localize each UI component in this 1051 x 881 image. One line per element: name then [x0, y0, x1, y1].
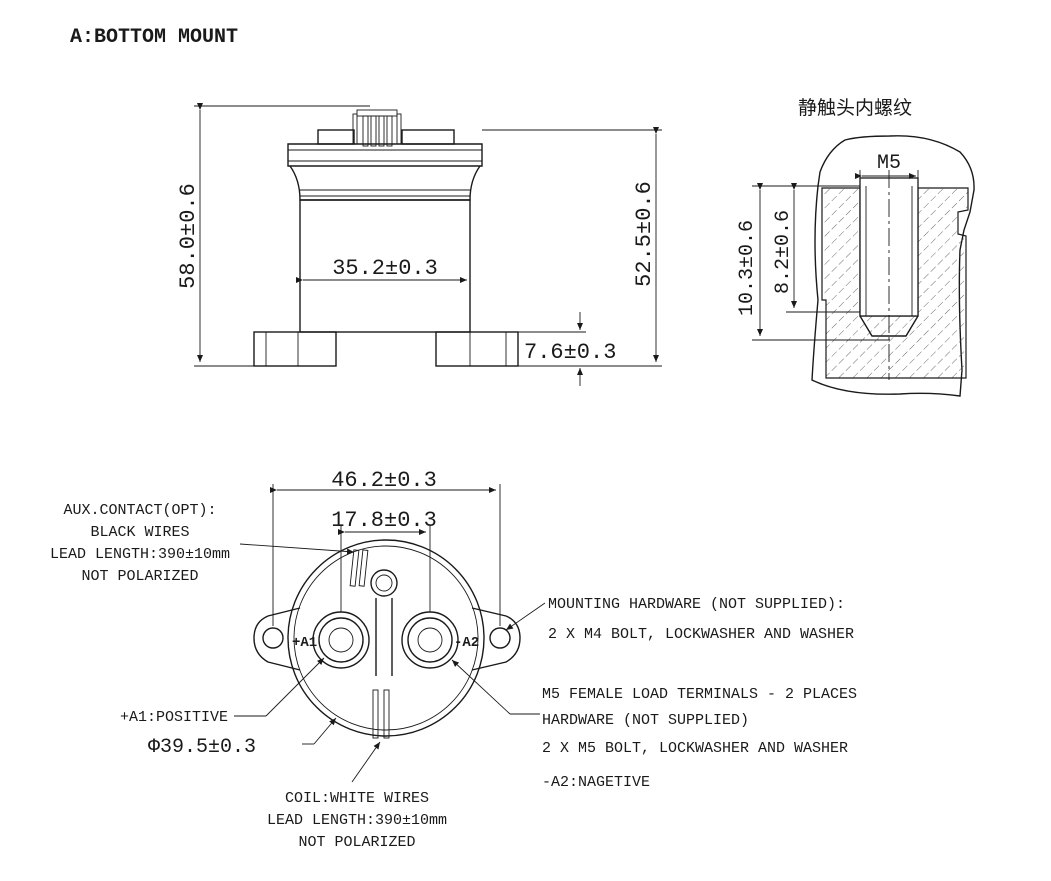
thread-size-label: M5 — [877, 152, 901, 175]
flange-height-label: 7.6±0.3 — [524, 340, 616, 365]
relay-body — [299, 199, 471, 333]
svg-text:MOUNTING HARDWARE (NOT SUPPLIE: MOUNTING HARDWARE (NOT SUPPLIED): — [548, 596, 845, 613]
aux-wires — [349, 549, 369, 587]
dim-terminal-spacing: 17.8±0.3 — [331, 508, 437, 612]
aux-leader — [239, 543, 355, 555]
dim-height-body: 52.5±0.6 — [482, 127, 662, 367]
terminal-negative — [401, 611, 459, 669]
body-width-label: 35.2±0.3 — [332, 256, 438, 281]
svg-text:COIL:WHITE WIRES: COIL:WHITE WIRES — [285, 790, 429, 807]
housing-outer — [287, 539, 485, 737]
coil-note: COIL:WHITE WIRES LEAD LENGTH:390±10mm NO… — [267, 790, 447, 851]
aux-note: AUX.CONTACT(OPT): BLACK WIRES LEAD LENGT… — [50, 502, 230, 585]
side-view: 58.0±0.6 52.5±0.6 35.2±0.3 7.6±0.3 — [176, 103, 662, 386]
svg-text:2 X M4 BOLT, LOCKWASHER AND WA: 2 X M4 BOLT, LOCKWASHER AND WASHER — [548, 626, 854, 643]
mount-hole-right — [489, 627, 511, 649]
drawing-title: A:BOTTOM MOUNT — [70, 26, 238, 49]
mounting-note: MOUNTING HARDWARE (NOT SUPPLIED): 2 X M4… — [548, 596, 854, 643]
top-pins — [352, 109, 402, 147]
svg-text:M5 FEMALE LOAD TERMINALS - 2 P: M5 FEMALE LOAD TERMINALS - 2 PLACES — [542, 686, 857, 703]
svg-text:2 X M5 BOLT, LOCKWASHER AND WA: 2 X M5 BOLT, LOCKWASHER AND WASHER — [542, 740, 848, 757]
relay-cap — [287, 129, 483, 201]
positive-leader — [265, 657, 325, 717]
dim-mount-spacing: 46.2±0.3 — [270, 468, 501, 626]
mounting-leader — [505, 602, 546, 631]
dim-body-width: 35.2±0.3 — [296, 256, 467, 283]
diameter-label: Φ39.5±0.3 — [148, 736, 256, 759]
mount-hole-left — [262, 627, 284, 649]
svg-text:HARDWARE (NOT SUPPLIED): HARDWARE (NOT SUPPLIED) — [542, 712, 749, 729]
load-note: M5 FEMALE LOAD TERMINALS - 2 PLACES HARD… — [542, 686, 857, 757]
center-divider — [375, 598, 393, 676]
terminal-neg-label: -A2 — [454, 635, 479, 651]
svg-text:AUX.CONTACT(OPT):: AUX.CONTACT(OPT): — [63, 502, 216, 519]
diameter-leader — [313, 717, 337, 745]
mount-flanges — [253, 331, 519, 367]
svg-text:NOT POLARIZED: NOT POLARIZED — [298, 834, 415, 851]
mount-ears — [253, 607, 521, 671]
housing-inner — [293, 545, 479, 731]
height-body-label: 52.5±0.6 — [632, 181, 657, 287]
terminal-spacing-label: 17.8±0.3 — [331, 508, 437, 533]
thread-detail: 静触头内螺纹 M5 10.3±0.6 8.2±0.6 — [736, 97, 975, 397]
height-overall-label: 58.0±0.6 — [176, 183, 201, 289]
svg-text:NOT POLARIZED: NOT POLARIZED — [81, 568, 198, 585]
positive-note: +A1:POSITIVE — [120, 709, 228, 726]
svg-text:BLACK WIRES: BLACK WIRES — [90, 524, 189, 541]
bottom-view: +A1 -A2 46.2±0.3 17.8±0.3 AUX.CONTACT(OP… — [50, 468, 857, 851]
dim-height-overall: 58.0±0.6 — [176, 103, 370, 367]
depth-outer-label: 10.3±0.6 — [736, 220, 759, 316]
svg-text:LEAD LENGTH:390±10mm: LEAD LENGTH:390±10mm — [50, 546, 230, 563]
thread-detail-title: 静触头内螺纹 — [798, 97, 912, 119]
negative-note: -A2:NAGETIVE — [542, 774, 650, 791]
terminal-positive — [312, 611, 370, 669]
coil-wires — [372, 689, 390, 739]
coil-leader — [351, 741, 381, 783]
terminal-pos-label: +A1 — [292, 635, 317, 651]
load-leader — [451, 659, 511, 715]
wire-outlet — [370, 569, 398, 597]
mount-spacing-label: 46.2±0.3 — [331, 468, 437, 493]
svg-text:LEAD LENGTH:390±10mm: LEAD LENGTH:390±10mm — [267, 812, 447, 829]
depth-inner-label: 8.2±0.6 — [772, 210, 795, 294]
dim-flange-height: 7.6±0.3 — [518, 312, 616, 386]
